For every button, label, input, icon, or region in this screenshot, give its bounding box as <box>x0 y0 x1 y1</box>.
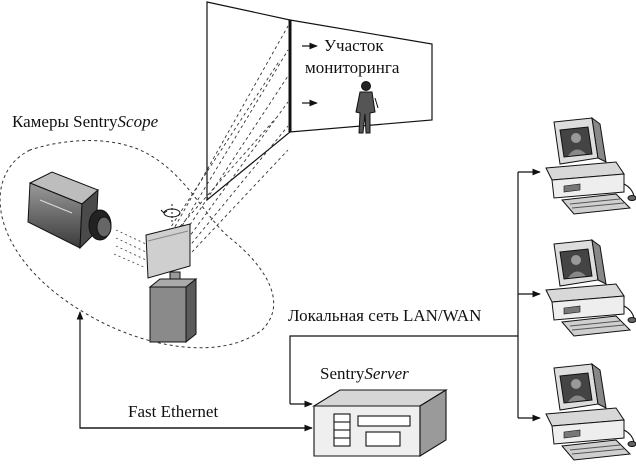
ethernet-label: Fast Ethernet <box>128 402 219 421</box>
server-icon <box>312 389 448 457</box>
workstation-3 <box>545 362 636 461</box>
workstation-1 <box>545 116 636 215</box>
camera-group-outline <box>0 140 275 349</box>
server-label: SentryServer <box>320 364 409 384</box>
camera-beam <box>113 229 147 269</box>
camera-icon <box>27 171 112 250</box>
network-label: Локальная сеть LAN/WAN <box>288 306 482 325</box>
zone-label-line2: мониторинга <box>305 58 400 77</box>
cameras-label-suffix: Scope <box>117 112 159 131</box>
workstation-2 <box>545 238 636 337</box>
network-links <box>289 168 541 422</box>
server-label-prefix: Sentry <box>320 364 365 383</box>
ethernet-link <box>76 311 313 432</box>
cameras-label-prefix: Камеры Sentry <box>12 112 118 131</box>
monitoring-zone <box>206 1 433 202</box>
zone-label-line1: Участок <box>324 36 384 55</box>
rotation-icon <box>160 204 181 224</box>
person-icon <box>355 81 379 134</box>
server-label-suffix: Server <box>364 364 409 383</box>
mirror-icon <box>145 223 191 279</box>
pedestal-icon <box>148 271 198 344</box>
scan-rays <box>164 25 289 253</box>
cameras-label: Камеры SentryScope <box>12 112 158 132</box>
